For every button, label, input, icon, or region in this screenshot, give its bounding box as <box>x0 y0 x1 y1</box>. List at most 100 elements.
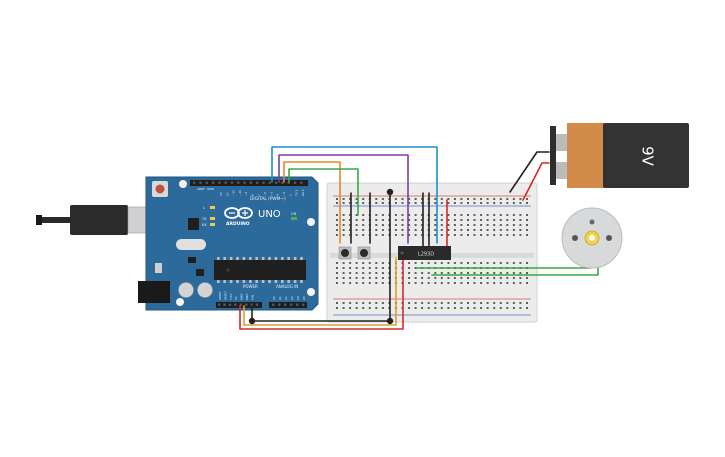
breadboard-hole <box>440 198 443 200</box>
breadboard-hole <box>473 224 476 226</box>
motor-screw <box>572 235 578 241</box>
wires <box>239 146 599 330</box>
breadboard-hole <box>394 219 397 221</box>
chip-pin <box>300 280 303 283</box>
chip-pin <box>274 257 278 260</box>
dc-motor[interactable] <box>561 207 623 269</box>
wire-battery-negative[interactable] <box>509 151 550 193</box>
wire-junction <box>386 188 394 196</box>
breadboard-hole <box>355 198 358 200</box>
led-l <box>210 206 215 209</box>
wire-yellow-5v[interactable] <box>243 257 397 326</box>
breadboard-hole <box>434 282 437 284</box>
wire-junction <box>248 317 256 325</box>
breadboard-hole <box>499 214 502 216</box>
breadboard-hole <box>408 202 411 204</box>
pin-label: TX 1 <box>295 189 299 197</box>
breadboard-hole <box>355 282 358 284</box>
breadboard-hole <box>336 219 338 221</box>
breadboard-hole <box>336 302 338 304</box>
breadboard-hole <box>368 302 371 304</box>
breadboard-hole <box>526 302 528 304</box>
breadboard-hole <box>362 198 365 200</box>
breadboard-hole <box>401 224 404 226</box>
usb-cable-end <box>36 215 42 225</box>
breadboard-hole <box>414 267 417 269</box>
breadboard-hole <box>447 198 450 200</box>
pin-label: A2 <box>284 296 288 300</box>
breadboard-hole <box>499 198 502 200</box>
battery-clip <box>550 126 556 185</box>
aref-label: AREF <box>197 187 205 191</box>
battery-9v[interactable]: 9V <box>550 123 689 188</box>
pin-label: ~6 <box>263 192 267 196</box>
breadboard-hole <box>349 202 352 204</box>
mounting-hole <box>179 180 187 188</box>
breadboard-hole <box>480 307 483 309</box>
breadboard-hole <box>342 262 345 264</box>
breadboard-hole <box>349 307 352 309</box>
breadboard-hole <box>506 198 509 200</box>
breadboard-hole <box>506 229 509 231</box>
breadboard-hole <box>473 277 476 279</box>
wire-blue-signal[interactable] <box>271 146 438 244</box>
breadboard-hole <box>526 214 528 216</box>
breadboard-hole <box>460 219 463 221</box>
wire-green-signal[interactable] <box>288 168 359 216</box>
breadboard-hole <box>493 198 496 200</box>
breadboard-hole <box>408 224 411 226</box>
pin-label: A0 <box>272 296 276 300</box>
breadboard-hole <box>499 219 502 221</box>
capacitor <box>178 282 194 298</box>
breadboard-hole <box>362 282 365 284</box>
motor-screw <box>589 219 595 225</box>
breadboard-hole <box>453 307 456 309</box>
wire-purple-signal[interactable] <box>278 154 409 244</box>
header-socket <box>211 181 215 184</box>
breadboard-hole <box>493 277 496 279</box>
breadboard-hole <box>473 262 476 264</box>
wire-orange-signal[interactable] <box>283 161 341 244</box>
breadboard-hole <box>427 302 430 304</box>
breadboard-hole <box>440 219 443 221</box>
breadboard-hole <box>526 224 528 226</box>
breadboard-hole <box>381 224 384 226</box>
breadboard-hole <box>421 219 424 221</box>
breadboard-hole <box>401 229 404 231</box>
header-socket <box>296 303 299 306</box>
breadboard-hole <box>434 214 437 216</box>
pin-label: 7 <box>257 194 261 196</box>
pin-label: ~11 <box>232 190 236 196</box>
arduino-uno-board[interactable]: AREF GND DIGITAL (PWM~) L TX RX UNO ARDU… <box>36 176 319 311</box>
breadboard-hole <box>512 229 515 231</box>
breadboard-hole <box>342 307 345 309</box>
header-socket <box>205 181 208 184</box>
breadboard-hole <box>408 307 411 309</box>
breadboard-hole <box>362 302 365 304</box>
breadboard-hole <box>414 219 417 221</box>
l293d-driver-chip[interactable]: L293D <box>398 246 451 260</box>
breadboard-hole <box>526 198 528 200</box>
chip-pin <box>268 257 271 260</box>
regulator-chip <box>188 257 196 263</box>
breadboard-hole <box>499 202 502 204</box>
breadboard-hole <box>460 302 463 304</box>
push-button-right[interactable] <box>357 246 371 260</box>
wire-red-5v[interactable] <box>239 257 404 330</box>
wire-battery-positive[interactable] <box>522 162 550 201</box>
power-header <box>216 302 262 308</box>
breadboard-hole <box>440 272 443 274</box>
push-button-left[interactable] <box>338 246 352 260</box>
breadboard-hole <box>394 198 397 200</box>
breadboard-hole <box>375 262 378 264</box>
led-tx-label: TX <box>201 217 207 221</box>
header-pins <box>193 181 305 306</box>
breadboard-hole <box>362 277 365 279</box>
battery-terminal-negative <box>556 134 568 151</box>
header-socket <box>234 303 237 306</box>
breadboard-hole <box>362 224 365 226</box>
mounting-hole <box>307 288 315 296</box>
